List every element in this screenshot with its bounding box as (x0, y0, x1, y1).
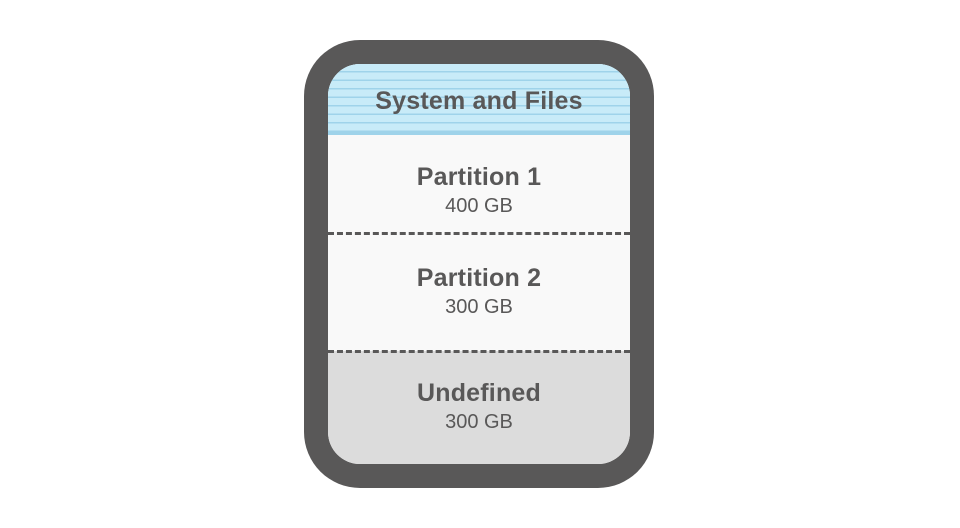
segment-size-partition-2: 300 GB (445, 295, 513, 318)
disk-partition-area: System and Files Partition 1 400 GB Part… (328, 64, 630, 464)
system-files-segment: System and Files (328, 64, 630, 135)
segment-label-partition-1: Partition 1 (416, 162, 542, 191)
disk-drive: System and Files Partition 1 400 GB Part… (304, 40, 654, 488)
segment-label-partition-2: Partition 2 (416, 263, 542, 292)
partition-divider (328, 232, 630, 235)
segment-size-undefined: 300 GB (445, 411, 513, 433)
segment-size-partition-1: 400 GB (445, 194, 513, 217)
segment-label-undefined: Undefined (416, 379, 542, 407)
undefined-segment: Undefined 300 GB (328, 351, 630, 464)
partition-2-segment: Partition 2 300 GB (328, 233, 630, 351)
segment-label-system: System and Files (375, 86, 583, 115)
partition-1-segment: Partition 1 400 GB (328, 135, 630, 233)
partition-divider (328, 350, 630, 353)
